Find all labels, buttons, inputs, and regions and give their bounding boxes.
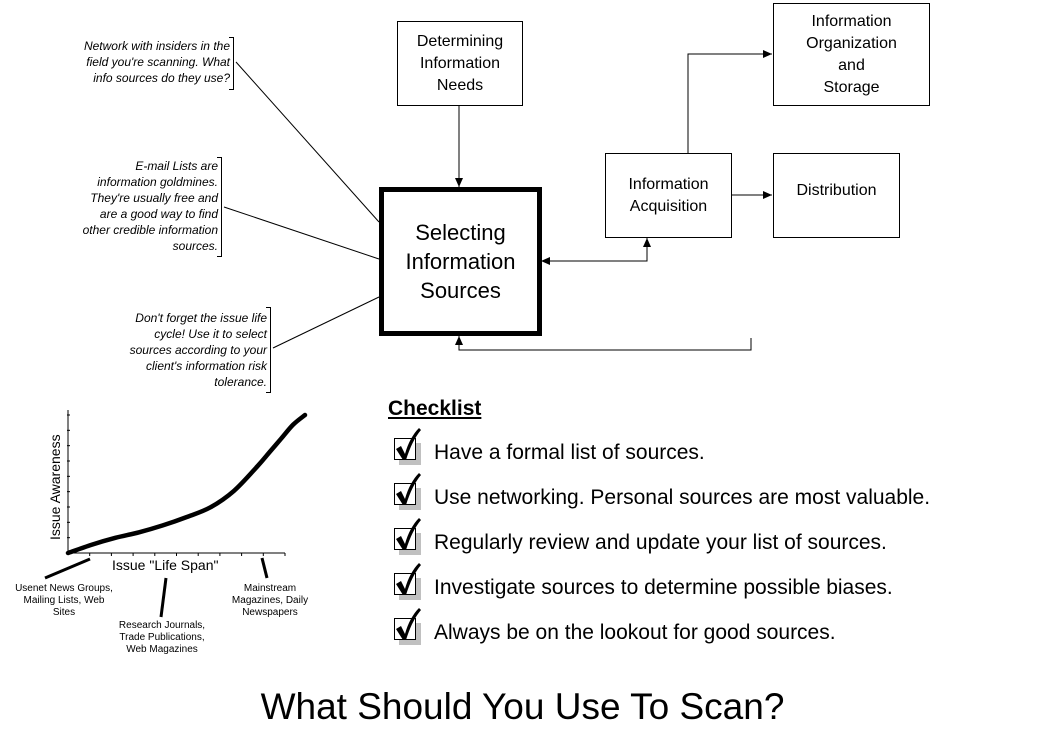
box-selecting-label: Selecting Information Sources (405, 220, 516, 303)
checklist-item-text: Investigate sources to determine possibl… (434, 576, 893, 599)
checkmark-icon (396, 518, 421, 550)
checkmark-icon (396, 428, 421, 460)
checklist-item-text: Always be on the lookout for good source… (434, 621, 836, 644)
note-networking-bracket (229, 37, 234, 90)
chart-annotation-usenet: Usenet News Groups, Mailing Lists, Web S… (15, 583, 113, 618)
note-issue-life-cycle-bracket (266, 307, 271, 393)
box-information-organization-storage: Information Organization and Storage (773, 3, 930, 106)
note-email-lists: E-mail Lists are information goldmines. … (82, 159, 218, 253)
arrow-feedback-loop (455, 336, 752, 351)
note-networking: Network with insiders in the field you'r… (83, 39, 230, 85)
chart-annotation-leader-research (159, 577, 168, 618)
checklist-item-text: Have a formal list of sources. (434, 441, 705, 464)
box-determining-label: Determining Information Needs (416, 32, 504, 94)
checkmark-icon (396, 563, 421, 595)
chart-annotation-mainstream: Mainstream Magazines, Daily Newspapers (231, 583, 309, 618)
page-title: What Should You Use To Scan? (260, 686, 785, 727)
note-connector-2 (223, 206, 380, 260)
box-distribution-label: Distribution (796, 181, 877, 199)
arrow-acquisition-to-selecting (541, 250, 648, 265)
chart-annotation-leader-mainstream (260, 557, 269, 579)
checkbox[interactable] (394, 518, 421, 555)
chart-annotation-research: Research Journals, Trade Publications, W… (118, 620, 206, 655)
chart-x-axis-title: Issue "Life Span" (112, 557, 219, 573)
checkmark-icon (396, 473, 421, 505)
checkbox[interactable] (394, 428, 421, 465)
checklist-item-text: Regularly review and update your list of… (434, 531, 887, 554)
checklist-item: Always be on the lookout for good source… (392, 608, 1032, 650)
checklist-title: Checklist (388, 397, 482, 420)
box-information-acquisition: Information Acquisition (605, 153, 732, 238)
arrow-acquisition-to-organization (687, 50, 772, 153)
chart-y-axis-title: Issue Awareness (47, 434, 63, 540)
chart-series-line (65, 412, 308, 556)
checklist-item: Have a formal list of sources. (392, 428, 1032, 470)
checkmark-icon (396, 608, 421, 640)
note-connector-3 (272, 296, 380, 349)
checklist-item: Regularly review and update your list of… (392, 518, 1032, 560)
box-determining-information-needs: Determining Information Needs (397, 21, 523, 106)
box-selecting-information-sources: Selecting Information Sources (379, 187, 542, 336)
note-email-lists-bracket (217, 157, 222, 257)
checklist-item: Investigate sources to determine possibl… (392, 563, 1032, 605)
checklist-item-text: Use networking. Personal sources are mos… (434, 486, 931, 509)
box-acquisition-label: Information Acquisition (628, 175, 709, 215)
box-distribution: Distribution (773, 153, 900, 238)
checkbox[interactable] (394, 473, 421, 510)
chart-annotation-leader-usenet (44, 557, 91, 580)
checkbox[interactable] (394, 608, 421, 645)
checklist-item: Use networking. Personal sources are mos… (392, 473, 1032, 515)
checkbox[interactable] (394, 563, 421, 600)
box-organization-label: Information Organization and Storage (806, 12, 897, 96)
note-connector-1 (235, 61, 380, 223)
note-issue-life-cycle: Don't forget the issue life cycle! Use i… (129, 311, 267, 389)
